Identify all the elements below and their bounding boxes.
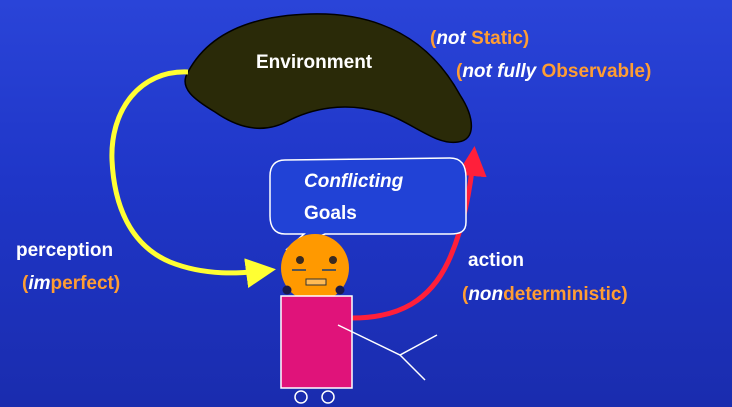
agent-wheel <box>321 390 335 404</box>
paren: ) <box>113 273 121 294</box>
environment-static-note: (not Static) <box>430 28 529 50</box>
deterministic-word: deterministic <box>503 284 622 305</box>
paren: ) <box>522 28 530 49</box>
not-word: not <box>436 28 466 49</box>
observable-word: Observable <box>541 61 646 82</box>
action-label: action <box>468 250 524 271</box>
environment-shape <box>184 13 473 144</box>
goals-conflicting-text: Conflicting <box>304 171 404 192</box>
agent-mouth <box>305 278 327 286</box>
agent-wheel <box>294 390 308 404</box>
paren: ) <box>645 61 652 82</box>
goals-text: Goals <box>304 203 357 224</box>
agent-figure <box>280 234 438 404</box>
perfect-word: perfect <box>50 273 114 294</box>
paren: ( <box>456 61 463 82</box>
environment-label: Environment <box>256 52 373 73</box>
im-prefix: im <box>28 273 51 294</box>
agent-head <box>281 234 349 302</box>
non-prefix: non <box>468 284 504 305</box>
agent-arm <box>337 324 438 356</box>
paren: ( <box>22 273 29 294</box>
perception-label: perception <box>16 240 114 261</box>
perception-note: (imperfect) <box>22 273 120 295</box>
agent-shoulder-dot <box>282 285 292 295</box>
not-fully-word: not fully <box>462 61 537 82</box>
paren: ( <box>462 284 469 305</box>
action-arrow <box>351 146 487 321</box>
agent-arm-finger <box>399 354 426 381</box>
agent-body <box>280 295 353 389</box>
static-word: Static <box>471 28 523 49</box>
paren: ) <box>621 284 628 305</box>
agent-eye-left <box>296 256 304 264</box>
perception-arrow <box>109 69 276 289</box>
agent-eye-right <box>329 256 337 264</box>
paren: ( <box>430 28 437 49</box>
action-note: (nondeterministic) <box>462 284 628 306</box>
agent-shoulder-dot <box>335 285 345 295</box>
environment-observable-note: (not fully Observable) <box>456 61 651 83</box>
